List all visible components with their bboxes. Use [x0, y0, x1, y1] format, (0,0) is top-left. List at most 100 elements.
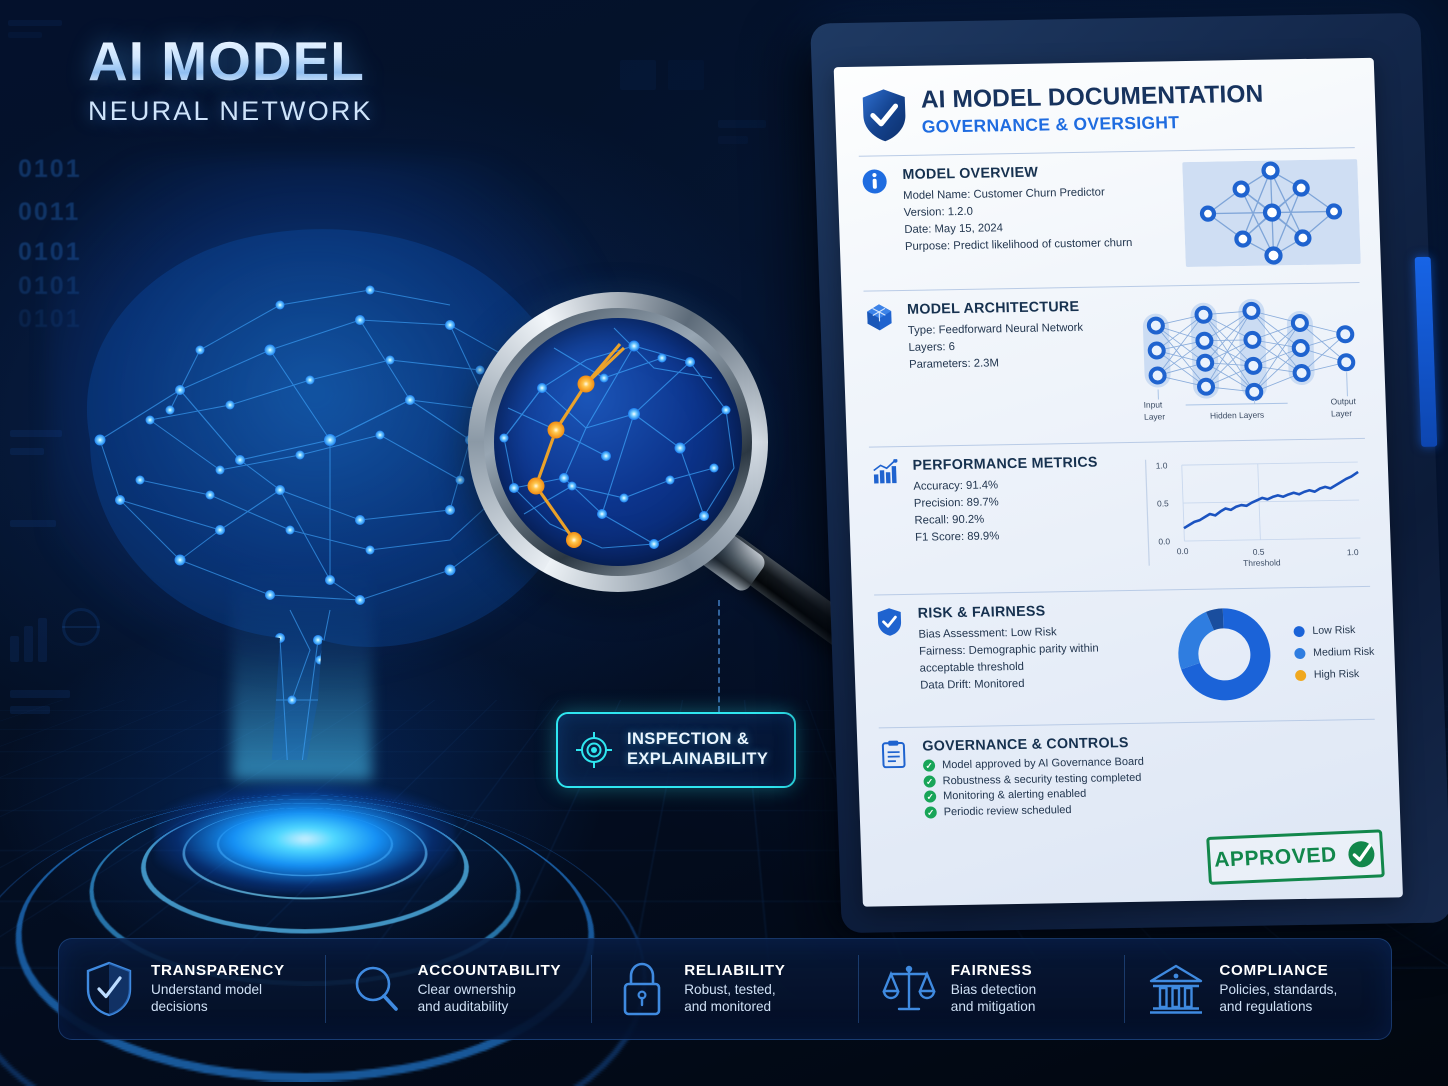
check-circle-icon: ✓ [923, 775, 936, 788]
document-subtitle: GOVERNANCE & OVERSIGHT [921, 112, 1180, 138]
check-circle-icon: ✓ [924, 806, 937, 819]
pillar-title: ACCOUNTABILITY [417, 962, 562, 980]
pillar-title: RELIABILITY [684, 962, 786, 980]
info-circle-icon [862, 169, 887, 194]
ytick-1.0: 1.0 [1156, 460, 1168, 470]
legend-label: Medium Risk [1312, 645, 1375, 659]
inspection-badge[interactable]: INSPECTION & EXPLAINABILITY [556, 712, 796, 788]
legend-swatch-low [1293, 625, 1305, 637]
section-governance-controls: GOVERNANCE & CONTROLS ✓ Model approved b… [877, 731, 1380, 823]
check-label: Monitoring & alerting enabled [942, 787, 1087, 803]
magnifier-ring [468, 292, 768, 592]
divider [868, 437, 1365, 448]
legend-swatch-high [1294, 669, 1307, 681]
document-title: AI MODEL DOCUMENTATION [920, 80, 1264, 114]
pillar-reliability[interactable]: RELIABILITY Robust, tested, and monitore… [591, 955, 858, 1023]
pillar-desc-1: Clear ownership [417, 982, 516, 998]
shield-check-icon [86, 961, 132, 1017]
legend-label: Low Risk [1312, 624, 1356, 637]
pillar-title: TRANSPARENCY [151, 962, 285, 980]
legend-swatch-medium [1293, 647, 1306, 659]
pillar-desc-1: Bias detection [950, 982, 1037, 998]
pillar-desc-2: and mitigation [950, 999, 1036, 1014]
pillar-title: FAIRNESS [950, 962, 1033, 980]
neural-brain-hologram [30, 140, 650, 760]
section-title: MODEL ARCHITECTURE [906, 298, 1080, 318]
section-title: GOVERNANCE & CONTROLS [922, 735, 1129, 755]
binary-row: 0101 [18, 238, 82, 267]
section-model-overview: MODEL OVERVIEW Model Name: Customer Chur… [857, 159, 1361, 278]
pillar-fairness[interactable]: FAIRNESS Bias detection and mitigation [857, 955, 1125, 1023]
risk-line: Data Drift: Monitored [920, 678, 1025, 693]
binary-row: 0101 [18, 155, 82, 184]
principles-footer-bar: TRANSPARENCY Understand model decisions … [58, 938, 1392, 1040]
check-label: Periodic review scheduled [943, 803, 1072, 819]
document-page: AI MODEL DOCUMENTATION GOVERNANCE & OVER… [833, 57, 1403, 907]
bar-chart-icon [873, 458, 898, 484]
legend-item: Low Risk [1293, 624, 1374, 637]
divider [863, 282, 1360, 292]
label-input-layer-2: Layer [1144, 411, 1166, 421]
tablet-device: AI MODEL DOCUMENTATION GOVERNANCE & OVER… [810, 12, 1448, 934]
magnifier-glass[interactable] [468, 292, 928, 752]
risk-donut-chart [1178, 608, 1271, 701]
scales-icon [881, 965, 936, 1011]
label-output-layer-1: Output [1330, 396, 1356, 406]
xaxis-label: Threshold [1243, 557, 1281, 568]
divider [874, 585, 1371, 596]
section-risk-fairness: RISK & FAIRNESS Bias Assessment: Low Ris… [873, 598, 1377, 715]
binary-row: 0101 [18, 272, 82, 301]
section-title: PERFORMANCE METRICS [912, 454, 1098, 474]
overview-line: Purpose: Predict likelihood of customer … [904, 237, 1133, 254]
divider [858, 147, 1355, 157]
pillar-desc-1: Understand model [151, 982, 263, 998]
pillar-title: COMPLIANCE [1219, 962, 1329, 980]
check-circle-icon: ✓ [922, 759, 936, 772]
label-input-layer-1: Input [1143, 399, 1163, 409]
risk-legend: Low Risk Medium Risk High Risk [1293, 614, 1376, 691]
magnifier-lens-view [494, 318, 742, 566]
check-circle-icon [1348, 841, 1375, 868]
magnifier-icon [355, 966, 398, 1011]
legend-label: High Risk [1313, 668, 1360, 681]
pillar-desc-1: Robust, tested, [684, 982, 776, 998]
ytick-0.0: 0.0 [1158, 536, 1170, 546]
page-subtitle: NEURAL NETWORK [88, 96, 373, 126]
xtick-0.5: 0.5 [1253, 547, 1265, 557]
badge-line-1: INSPECTION & [627, 730, 750, 749]
section-performance-metrics: PERFORMANCE METRICS Accuracy: 91.4% Prec… [867, 450, 1371, 582]
pillar-accountability[interactable]: ACCOUNTABILITY Clear ownership and audit… [324, 955, 592, 1023]
pillar-desc-2: and monitored [684, 999, 772, 1014]
hologram-pedestal [0, 735, 1270, 1086]
xtick-1.0: 1.0 [1347, 547, 1359, 557]
pillar-desc-2: decisions [151, 999, 208, 1014]
section-model-architecture: MODEL ARCHITECTURE Type: Feedforward Neu… [862, 294, 1367, 434]
pillar-transparency[interactable]: TRANSPARENCY Understand model decisions [59, 955, 325, 1023]
shield-check-icon [877, 608, 902, 636]
architecture-line: Parameters: 2.3M [908, 357, 1000, 372]
donut-slice [1205, 608, 1224, 631]
section-title: RISK & FAIRNESS [917, 603, 1046, 622]
legend-item: High Risk [1294, 668, 1376, 681]
binary-row: 0101 [18, 305, 82, 334]
pillar-compliance[interactable]: COMPLIANCE Policies, standards, and regu… [1124, 955, 1391, 1023]
page-title: AI MODEL [88, 34, 373, 89]
donut-slice [1180, 608, 1271, 701]
shield-check-icon [862, 89, 906, 142]
neural-net-thumbnail [1182, 159, 1361, 268]
badge-line-2: EXPLAINABILITY [627, 750, 769, 768]
ytick-0.5: 0.5 [1157, 498, 1169, 508]
bank-icon [1150, 964, 1203, 1014]
cube-icon [867, 304, 892, 331]
lock-icon [623, 962, 661, 1016]
divider [878, 718, 1375, 729]
donut-slice [1178, 611, 1214, 670]
pillar-desc-2: and auditability [417, 999, 509, 1014]
label-output-layer-2: Layer [1331, 408, 1353, 418]
document-header: AI MODEL DOCUMENTATION GOVERNANCE & OVER… [854, 80, 1356, 143]
hero-heading: AI MODEL NEURAL NETWORK [88, 34, 373, 127]
label-hidden-layers: Hidden Layers [1210, 410, 1264, 421]
binary-row: 0011 [18, 198, 80, 227]
connector-dashed-line [718, 600, 720, 712]
clipboard-icon [881, 740, 906, 769]
